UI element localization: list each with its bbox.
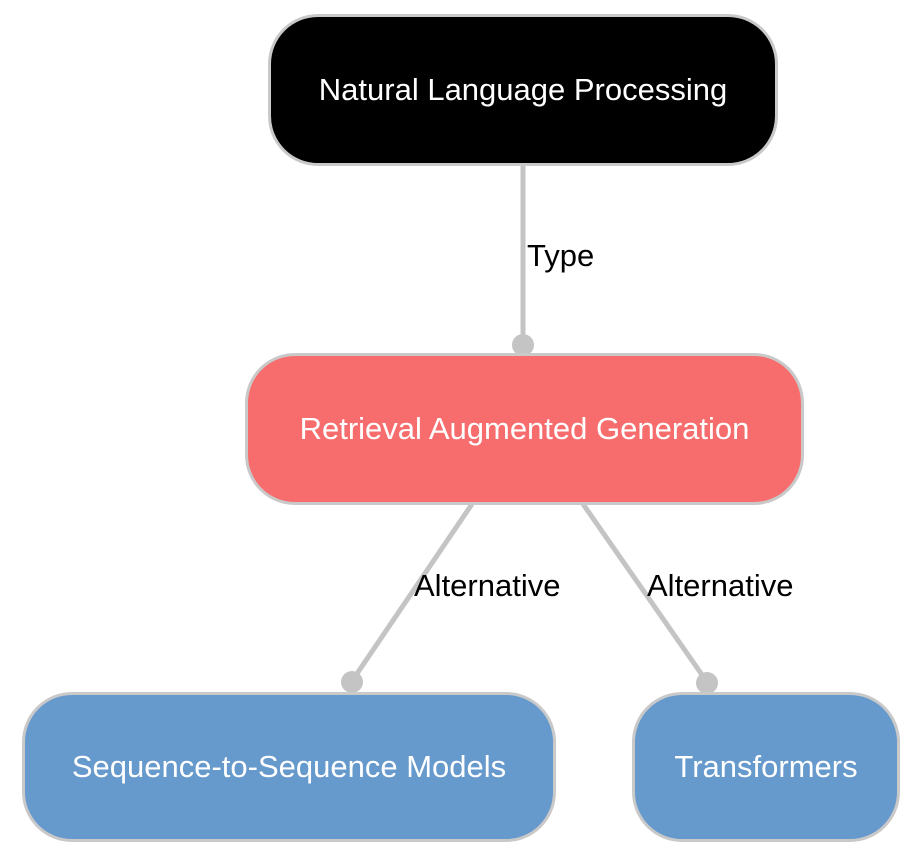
node-label-sequence-to-sequence-models: Sequence-to-Sequence Models (71, 749, 507, 784)
node-natural-language-processing[interactable]: Natural Language Processing (268, 14, 778, 166)
node-label-transformers: Transformers (674, 749, 858, 784)
edge-label-alternative-right: Alternative (647, 568, 794, 603)
edge-line-alternative-right (580, 502, 710, 684)
node-label-natural-language-processing: Natural Language Processing (318, 72, 728, 107)
node-label-retrieval-augmented-generation: Retrieval Augmented Generation (299, 411, 750, 446)
edge-label-type: Type (527, 238, 595, 273)
edge-arrow-dot-alternative-left (341, 671, 363, 693)
edge-label-alternative-left: Alternative (414, 568, 561, 603)
edge-arrow-dot-type (512, 334, 534, 356)
node-retrieval-augmented-generation[interactable]: Retrieval Augmented Generation (245, 353, 804, 505)
edge-arrow-dot-alternative-right (696, 672, 718, 694)
node-transformers[interactable]: Transformers (632, 692, 900, 842)
edge-line-alternative-left (349, 502, 475, 683)
node-sequence-to-sequence-models[interactable]: Sequence-to-Sequence Models (22, 692, 556, 842)
